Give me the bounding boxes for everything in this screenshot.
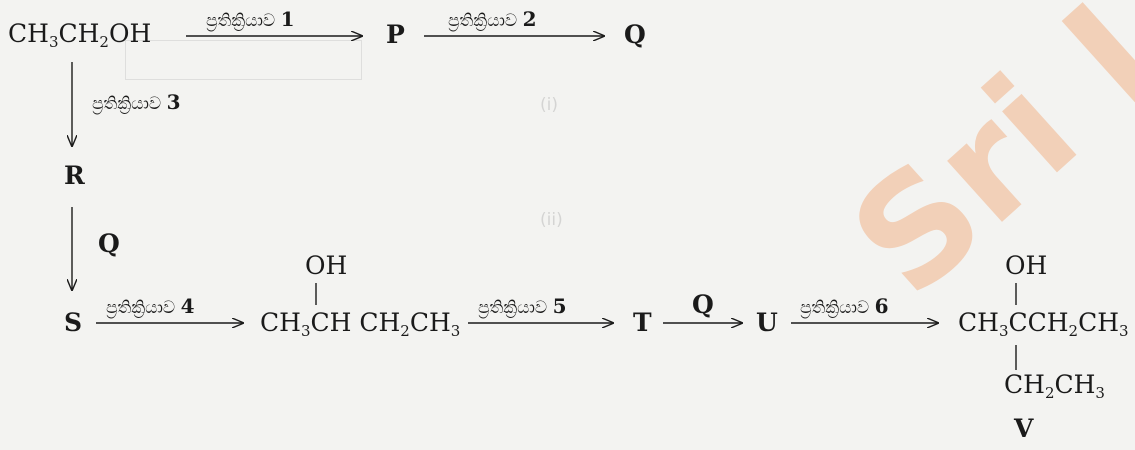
node-R: R [64, 161, 85, 190]
reaction-1-label: ප්‍රතික්‍රියාව 1 [206, 7, 295, 31]
butan-2-ol-formula: CH3CH CH2CH3 [260, 308, 461, 340]
node-Q: Q [624, 20, 646, 49]
node-P: P [386, 20, 405, 49]
node-S: S [64, 308, 83, 337]
node-U: U [756, 308, 778, 337]
butanol-oh: OH [305, 251, 348, 280]
bleed-through-box [125, 40, 362, 80]
V-main-chain: CH3CCH2CH3 [958, 308, 1129, 340]
node-T: T [633, 308, 652, 337]
reaction-4-label: ප්‍රතික්‍රියාව 4 [106, 294, 195, 318]
reaction-5-label: ප්‍රතික්‍රියාව 5 [478, 294, 567, 318]
reaction-3-label: ප්‍රතික්‍රියාව 3 [92, 90, 181, 114]
reagent-Q-vertical: Q [98, 229, 120, 258]
node-V: V [1014, 414, 1034, 443]
V-ethyl-branch: CH2CH3 [1004, 370, 1105, 402]
reagent-Q-horizontal: Q [692, 290, 714, 319]
reaction-2-label: ප්‍රතික්‍රියාව 2 [448, 7, 537, 31]
bleed-through-text: (ii) [540, 210, 563, 230]
V-oh: OH [1005, 251, 1048, 280]
reaction-6-label: ප්‍රතික්‍රියාව 6 [800, 294, 889, 318]
bleed-through-text: (i) [540, 95, 558, 115]
ethanol-formula: CH3CH2OH [8, 19, 152, 51]
